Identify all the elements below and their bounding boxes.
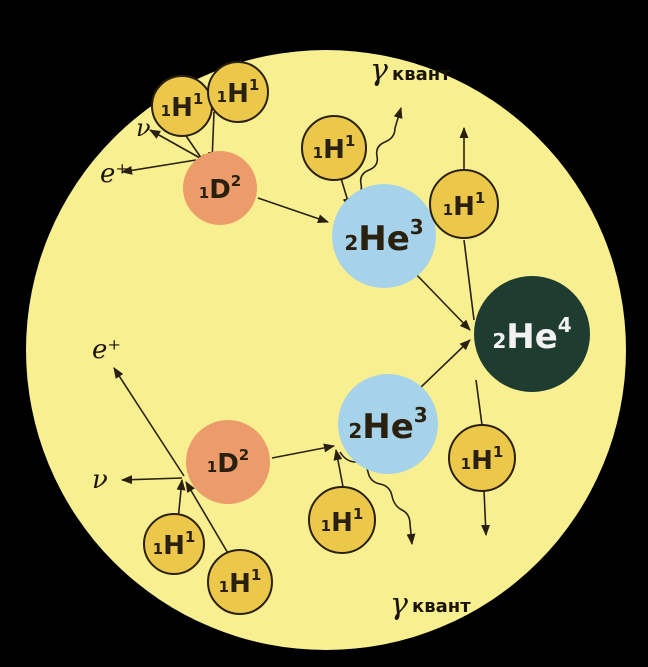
svg-text:квант: квант	[412, 596, 471, 617]
label-gamma-bot: γ квант	[390, 587, 471, 622]
arrow-h-bot-mid-to-he3-bot	[333, 448, 345, 493]
svg-text:квант: квант	[392, 64, 451, 85]
arrow-h-bot-a-to-d-bot	[176, 478, 186, 521]
svg-text:2He4: 2He4	[492, 313, 571, 357]
arrow-neutrino-top	[149, 129, 201, 159]
nucleus-he3-bot: 2He3	[338, 374, 438, 474]
arrow-h-bot-b-to-d-bot	[185, 481, 233, 561]
label-positron-bot: e⁺	[92, 335, 121, 365]
svg-text:2He3: 2He3	[344, 215, 423, 259]
label-neutrino-bot: ν	[92, 465, 108, 495]
nucleus-h-right-top: 1H1	[429, 169, 499, 239]
svg-text:1H1: 1H1	[443, 189, 486, 222]
proton-track-bot	[475, 379, 483, 426]
proton-track-top	[463, 239, 475, 321]
arrow-positron-top	[120, 159, 197, 175]
arrow-proton-down	[481, 489, 491, 537]
nucleus-d-top: 1D2	[183, 151, 257, 225]
svg-text:1H1: 1H1	[217, 76, 260, 109]
nucleus-h-top-c: 1H1	[301, 115, 367, 181]
svg-text:2He3: 2He3	[348, 403, 427, 447]
label-positron-top: e⁺	[100, 159, 129, 189]
gamma-wave-top	[354, 106, 403, 201]
svg-text:1H1: 1H1	[321, 505, 364, 538]
nucleus-h-bot-b: 1H1	[207, 549, 273, 615]
nucleus-he3-top: 2He3	[332, 184, 436, 288]
nucleus-h-bot-mid: 1H1	[308, 486, 376, 554]
arrow-he3-top-to-he4	[411, 269, 471, 331]
arrow-d-top-to-he3-top	[257, 197, 330, 223]
nucleus-d-bot: 1D2	[186, 420, 270, 504]
nucleus-h-top-a: 1H1	[151, 75, 213, 137]
arrow-d-bot-to-he3-bot	[271, 443, 336, 459]
svg-text:1H1: 1H1	[219, 566, 262, 599]
nucleus-h-bot-a: 1H1	[143, 513, 205, 575]
svg-text:γ: γ	[370, 53, 388, 88]
label-neutrino-top: ν	[136, 114, 151, 142]
nucleus-he4: 2He4	[474, 276, 590, 392]
svg-text:1H1: 1H1	[461, 443, 504, 476]
label-gamma-top: γ квант	[370, 53, 451, 88]
arrow-positron-bot	[113, 367, 185, 477]
svg-text:γ: γ	[390, 587, 408, 622]
nucleus-h-top-b: 1H1	[207, 61, 269, 123]
arrow-neutrino-bot	[120, 475, 183, 485]
nucleus-h-right-bot: 1H1	[448, 424, 516, 492]
svg-text:1H1: 1H1	[153, 528, 196, 561]
arrow-he3-bot-to-he4	[419, 339, 471, 389]
svg-text:1H1: 1H1	[161, 90, 204, 123]
svg-text:1D2: 1D2	[199, 172, 241, 205]
svg-text:1D2: 1D2	[207, 446, 249, 479]
reaction-arrows	[113, 106, 491, 561]
svg-text:1H1: 1H1	[313, 132, 356, 165]
